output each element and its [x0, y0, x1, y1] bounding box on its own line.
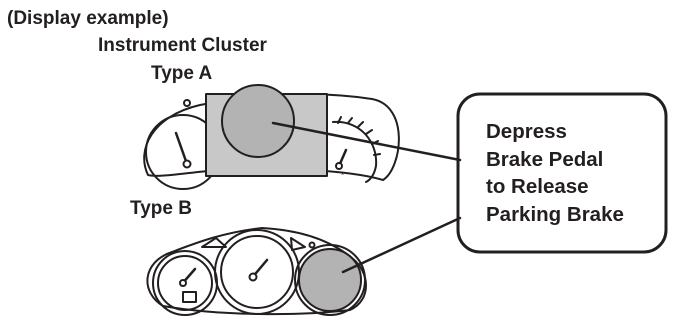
callout-text: Depress Brake Pedal to Release Parking B… — [486, 118, 624, 228]
callout-line-3: to Release — [486, 175, 589, 198]
cluster-title: Instrument Cluster — [98, 35, 267, 56]
type-a-right-gauge-hub — [335, 162, 343, 170]
type-a-left-needle — [174, 131, 189, 166]
callout-line-4: Parking Brake — [486, 202, 624, 226]
type-a-right-gauge — [332, 120, 378, 183]
display-example-label: (Display example) — [7, 8, 169, 29]
callout-box — [456, 92, 668, 254]
type-b-warning-light-right — [290, 237, 306, 251]
type-b-warning-light-left — [201, 237, 227, 248]
callout-line-2: Brake Pedal — [486, 147, 604, 171]
type-b-center-gauge — [214, 229, 300, 315]
type-b-highlight-circle — [298, 248, 362, 312]
type-a-left-gauge-hub — [182, 159, 192, 169]
type-b-right-display-rim — [294, 244, 366, 316]
type-a-cluster: * — [143, 84, 400, 190]
type-a-label: Type A — [151, 63, 213, 84]
svg-text:*: * — [341, 171, 344, 180]
type-b-fuel-icon — [182, 291, 197, 303]
type-a-highlight-circle — [221, 84, 295, 158]
callout-pointer-b — [341, 216, 462, 274]
type-b-cluster — [146, 227, 367, 316]
callout — [271, 92, 668, 274]
type-b-housing — [146, 227, 367, 316]
callout-pointer-a — [271, 121, 462, 162]
type-b-label: Type B — [130, 198, 192, 219]
type-a-indicator-dot — [183, 99, 191, 107]
callout-line-1: Depress — [486, 120, 567, 143]
type-b-indicator-dot — [308, 241, 316, 249]
